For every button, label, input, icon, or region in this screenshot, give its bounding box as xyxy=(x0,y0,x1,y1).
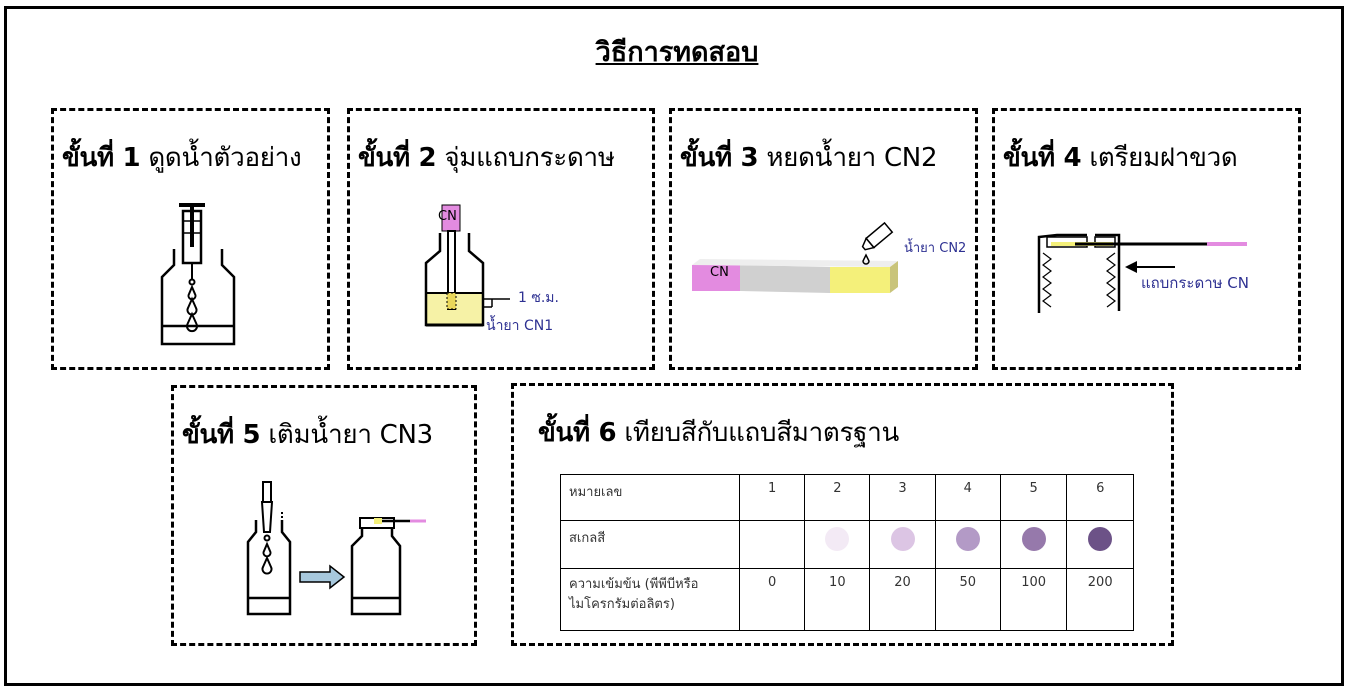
reagent-cn2-label: น้ำยา CN2 xyxy=(904,241,967,256)
table-row-concentration: ความเข้มข้น (พีพีบีหรือ ไมโครกรัมต่อลิตร… xyxy=(560,568,1134,631)
conc-cell: 0 xyxy=(738,568,806,631)
step-5-heading: ขั้นที่ 5 เติมน้ำยา CN3 xyxy=(182,414,433,455)
number-cell: 1 xyxy=(738,474,806,521)
step-5-text: เติมน้ำยา CN3 xyxy=(268,420,433,450)
color-swatch xyxy=(955,527,980,551)
step-4-number: ขั้นที่ 4 xyxy=(1003,143,1082,173)
one-cm-label: 1 ซ.ม. xyxy=(518,290,559,306)
conc-cell: 200 xyxy=(1066,568,1134,631)
number-cell: 5 xyxy=(999,474,1068,521)
test-strip-illustration xyxy=(692,221,898,293)
table-row-number: หมายเลข 1 2 3 4 5 6 xyxy=(560,474,1134,521)
color-cell xyxy=(738,520,806,569)
number-cell: 2 xyxy=(804,474,871,521)
conc-cell: 20 xyxy=(869,568,936,631)
step-5-box: ขั้นที่ 5 เติมน้ำยา CN3 xyxy=(171,385,477,646)
row-conc-label: ความเข้มข้น (พีพีบีหรือ ไมโครกรัมต่อลิตร… xyxy=(560,568,740,631)
row-color-label: สเกลสี xyxy=(560,520,740,569)
add-reagent-illustration xyxy=(246,481,426,616)
step-2-number: ขั้นที่ 2 xyxy=(358,143,437,173)
dip-strip-illustration xyxy=(424,204,510,327)
syringe-bottle-illustration xyxy=(160,203,236,346)
step-2-box: ขั้นที่ 2 จุ่มแถบกระดาษ CN 1 ซ.ม. น้ำยา … xyxy=(347,108,655,370)
step-6-number: ขั้นที่ 6 xyxy=(538,418,617,448)
number-cell: 6 xyxy=(1066,474,1134,521)
bottle-cap-illustration xyxy=(1037,233,1247,313)
step-2-text: จุ่มแถบกระดาษ xyxy=(444,143,615,173)
step-3-box: ขั้นที่ 3 หยดน้ำยา CN2 CN น้ำยา CN2 xyxy=(669,108,978,370)
conc-cell: 100 xyxy=(999,568,1068,631)
color-swatch xyxy=(1021,527,1046,551)
conc-cell: 50 xyxy=(934,568,1001,631)
step-4-box: ขั้นที่ 4 เตรียมฝาขวด แถบกระดาษ CN xyxy=(992,108,1301,370)
outer-frame xyxy=(4,6,1344,686)
row-number-label: หมายเลข xyxy=(560,474,740,521)
step-1-box: ขั้นที่ 1 ดูดน้ำตัวอย่าง xyxy=(51,108,330,370)
step-3-text: หยดน้ำยา CN2 xyxy=(766,143,938,173)
step-6-box: ขั้นที่ 6 เทียบสีกับแถบสีมาตรฐาน หมายเลข… xyxy=(511,383,1174,646)
step-4-heading: ขั้นที่ 4 เตรียมฝาขวด xyxy=(1003,137,1238,178)
color-cell xyxy=(1066,520,1134,569)
page-title: วิธีการทดสอบ xyxy=(595,37,759,68)
color-swatch xyxy=(1088,527,1113,551)
color-cell xyxy=(999,520,1068,569)
number-cell: 4 xyxy=(934,474,1001,521)
step-3-number: ขั้นที่ 3 xyxy=(680,143,759,173)
step-1-text: ดูดน้ำตัวอย่าง xyxy=(148,143,302,173)
step-3-heading: ขั้นที่ 3 หยดน้ำยา CN2 xyxy=(680,137,938,178)
step-1-heading: ขั้นที่ 1 ดูดน้ำตัวอย่าง xyxy=(62,137,302,178)
color-cell xyxy=(804,520,871,569)
reagent-cn1-label: น้ำยา CN1 xyxy=(486,318,554,334)
step-6-heading: ขั้นที่ 6 เทียบสีกับแถบสีมาตรฐาน xyxy=(538,412,899,453)
color-standard-table: หมายเลข 1 2 3 4 5 6 สเกลสี ความเข้มข้น (… xyxy=(560,474,1134,631)
color-swatch xyxy=(890,527,915,551)
strip-cn-label: CN xyxy=(438,209,457,224)
strip-cn-step3-label: CN xyxy=(710,265,729,280)
color-swatch xyxy=(825,527,850,551)
paper-strip-cn-label: แถบกระดาษ CN xyxy=(1141,274,1249,292)
table-row-color: สเกลสี xyxy=(560,520,1134,569)
step-5-number: ขั้นที่ 5 xyxy=(182,420,261,450)
step-4-text: เตรียมฝาขวด xyxy=(1089,143,1238,173)
step-6-text: เทียบสีกับแถบสีมาตรฐาน xyxy=(624,418,899,448)
color-cell xyxy=(869,520,936,569)
step-1-number: ขั้นที่ 1 xyxy=(62,143,141,173)
number-cell: 3 xyxy=(869,474,936,521)
conc-cell: 10 xyxy=(804,568,871,631)
step-2-heading: ขั้นที่ 2 จุ่มแถบกระดาษ xyxy=(358,137,615,178)
color-cell xyxy=(934,520,1001,569)
